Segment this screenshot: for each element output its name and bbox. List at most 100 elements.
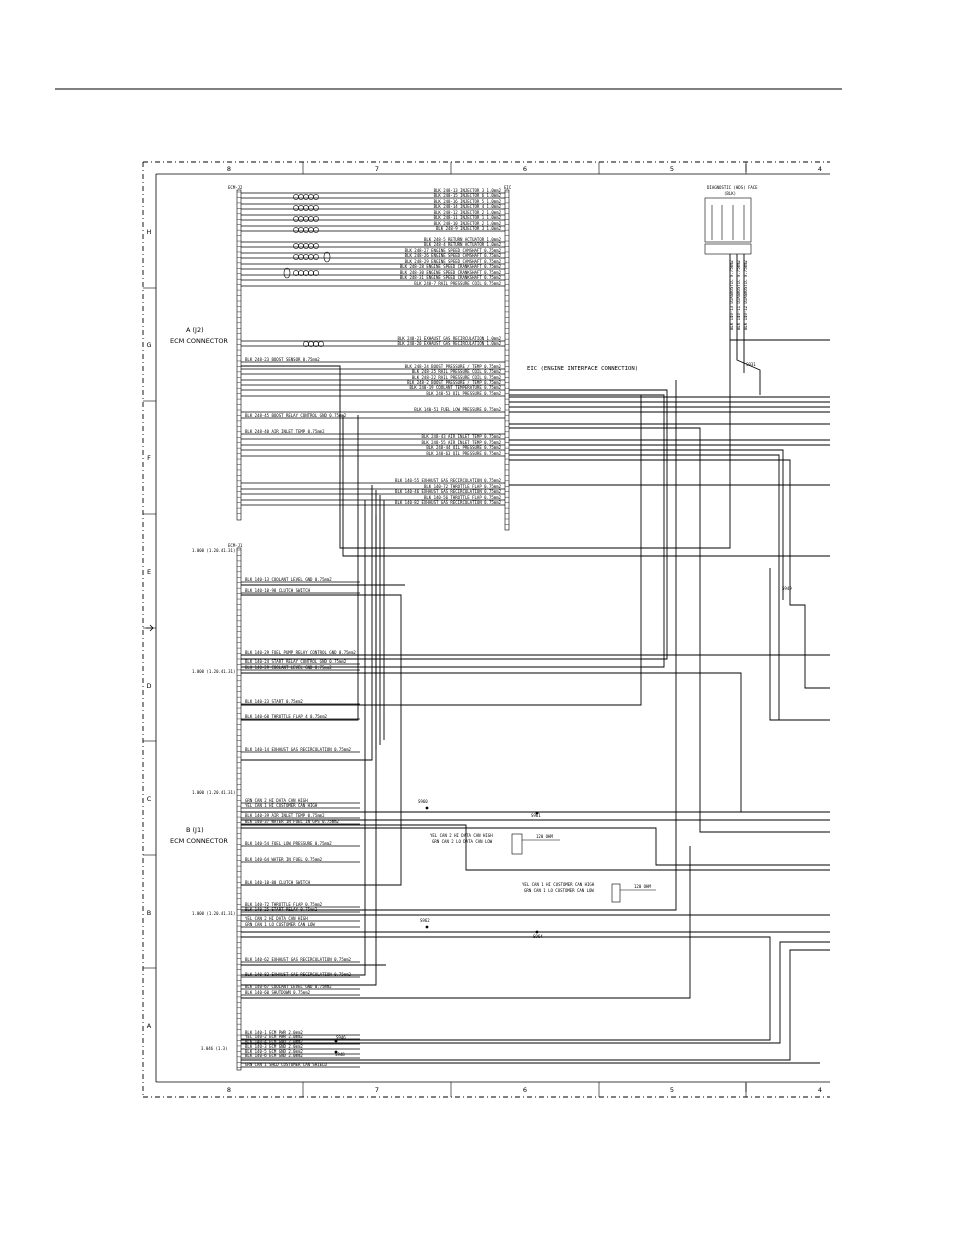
col-label: 4 (818, 1086, 822, 1094)
connector-a-pins (236, 189, 510, 531)
connector-a-subtitle: ECM CONNECTOR (170, 337, 228, 345)
connector-b-title: B (J1) (186, 826, 204, 834)
wire-label: BLK 248-25 RAIL PRESSURE COIL 0.75mm2 (412, 369, 502, 374)
wire-label: BLK 248-28 ENGINE SPEED CRANKSHAFT 0.75m… (400, 264, 502, 269)
interface-label: EIC (ENGINE INTERFACE CONNECTION) (527, 366, 638, 372)
wire-label: BLK 248-9 INJECTOR 3 1.0mm2 (436, 226, 502, 231)
row-label: E (147, 568, 151, 576)
wire-label: BLK 248-22 RAIL PRESSURE COIL 0.75mm2 (412, 375, 502, 380)
wire-label: BLK 140-72 THROTTLE FLAP 0.75mm2 (245, 902, 323, 907)
col-label: 6 (523, 165, 527, 173)
wire-label: BLK 248-24 BOOST PRESSURE / TEMP 0.75mm2 (405, 364, 502, 369)
harness-wire-labels: BLK 140-13 DIAGNOSTIC 0.75mm2 BLK 140-11… (729, 260, 748, 330)
wire-label: BLK 248-12 INJECTOR 2 1.0mm2 (434, 210, 502, 215)
col-label: 4 (818, 165, 822, 173)
splice-label: S931 (746, 362, 756, 367)
wire-label: BLK 140-55 EXHAUST GAS RECIRCULATION 0.7… (395, 478, 502, 483)
wire-label: BLK 248-7 RAIL PRESSURE COIL 0.75mm2 (414, 281, 501, 286)
wire-label: BLK 140-14 EXHAUST GAS RECIRCULATION 0.7… (245, 747, 352, 752)
wire-label: BLK 248-26 ENGINE SPEED CAMSHAFT 0.75mm2 (405, 253, 502, 258)
wire-label: BLK 248-10 INJECTOR 2 1.0mm2 (434, 221, 502, 226)
column-labels-top: 8 7 6 5 4 (227, 165, 822, 173)
row-label: F (147, 454, 151, 462)
twist-group (283, 267, 319, 279)
twist-group (293, 251, 331, 263)
wire-label: BLK 248-23 BOOST SENSOR 0.75mm2 (245, 357, 320, 362)
wire-label: BLK 248-11 INJECTOR 1 1.0mm2 (434, 215, 502, 220)
wire-label: BLK 140-13 COOLANT LEVEL GND 0.75mm2 (245, 577, 332, 582)
col-label: 7 (375, 165, 379, 173)
wire-label: GRN CAN 1 SHLD CUSTOMER CAN SHIELD (245, 1062, 327, 1067)
harness-label: DIAGNOSTIC (HDS) FACE (707, 185, 758, 190)
wire-label: BLK 248-20 EXHAUST GAS RECIRCULATION 1.0… (397, 341, 501, 346)
row-label: C (147, 795, 152, 803)
wire-label: BLK 248-27 ENGINE SPEED CAMSHAFT 0.75mm2 (405, 248, 502, 253)
splice-label: S962 (420, 918, 430, 923)
wire-label: BLK 140-82 EXHAUST GAS RECIRCULATION 0.7… (245, 972, 352, 977)
wire-label: BLK 140-10-80 CLUTCH SWITCH (245, 880, 311, 885)
wire-label: BLK 140-29 FUEL PUMP RELAY CONTROL GND 0… (245, 650, 356, 655)
connector-a-tag: ECM-J2 (228, 185, 243, 190)
wire-label: BLK 248-43 AIR INLET TEMP 0.75mm2 (422, 434, 502, 439)
pin-ticks (237, 191, 509, 1068)
terminator-wire: GRN CAN 2 LO DATA CAN LOW (432, 839, 493, 844)
harness-wire: BLK 140-13 DIAGNOSTIC 0.75mm2 (729, 260, 734, 330)
harness-sub: (BLK) (724, 191, 736, 196)
wire-label: BLK 248-45 BOOST RELAY CONTROL GND 0.75m… (245, 413, 347, 418)
row-label: A (147, 1022, 152, 1030)
col-label: 8 (227, 165, 231, 173)
eic-tag: EIC (504, 185, 512, 190)
wire-label: BLK 248-14 INJECTOR 4 1.0mm2 (434, 204, 502, 209)
terminator-wire: YEL CAN 2 HI DATA CAN HIGH (430, 833, 493, 838)
row-label: G (146, 341, 151, 349)
wire-label: BLK 248-15 INJECTOR 6 1.0mm2 (434, 193, 502, 198)
wire-label: BLK 140-46 EXHAUST GAS RECIRCULATION 0.7… (395, 489, 502, 494)
wire-label: BLK 140-3 ECM GND 2.0mm2 (245, 1044, 303, 1049)
wire-label: BLK 140-4 ECM GND 2.0mm2 (245, 1039, 303, 1044)
wire-label: BLK 248-16 INJECTOR 5 1.0mm2 (434, 199, 502, 204)
splice-dots (334, 806, 539, 1054)
wire-label: BLK 140-5 ECM GND 2.0mm2 (245, 1049, 303, 1054)
splice-label: S946 (336, 1035, 346, 1040)
wire-label: BLK 140-82 EXHAUST GAS RECIRCULATION 0.7… (395, 500, 502, 505)
wire-label: BLK 248-63 OIL PRESSURE 0.75mm2 (426, 451, 501, 456)
splice-label: S960 (418, 799, 428, 804)
twist-group (293, 227, 319, 233)
terminator-label: 120 OHM (634, 884, 651, 889)
frame (142, 161, 830, 1098)
wire-label: YEL 140-2 ECM PWR 2.0mm2 (245, 1034, 303, 1039)
wire-label: BLK 248-13 INJECTOR 3 1.0mm2 (434, 188, 502, 193)
row-ref: 1.000 (1.20.41.31) (192, 911, 235, 916)
wire-label: BLK 248-4 RETURN ACTUATOR 1.0mm2 (424, 242, 502, 247)
splice-labels: S946 S931 S960 S961 S948 S962 S964 S949 (335, 362, 792, 1057)
wire-label: BLK 248-21 EXHAUST GAS RECIRCULATION 1.0… (397, 336, 501, 341)
wire-label: GRN CAN 2 HI DATA CAN HIGH (245, 798, 308, 803)
row-ref: 1.000 (1.20.41.31) (192, 790, 235, 795)
wire-label: BLK 248-55 AIR INLET TEMP 0.75mm2 (422, 440, 502, 445)
col-label: 7 (375, 1086, 379, 1094)
terminator-wire: YEL CAN 1 HI CUSTOMER CAN HIGH (522, 882, 595, 887)
wire-label: BLK 140-25 START RELAY 0.75mm2 (245, 907, 318, 912)
wire-label: BLK 140-1 ECM PWR 2.0mm2 (245, 1030, 303, 1035)
wire-label: GRN CAN 1 LO CUSTOMER CAN LOW (245, 922, 315, 927)
wire-label: BLK 140-6 ECM GND 2.0mm2 (245, 1053, 303, 1058)
row-refs: 1.000 (1.20.41.31) 1.000 (1.20.41.31) 1.… (192, 548, 235, 1051)
wire-label: BLK 140-24 START RELAY CONTROL GND 0.75m… (245, 659, 347, 664)
wire-label: BLK 248-31 ENGINE SPEED CRANKSHAFT 0.75m… (400, 275, 502, 280)
wire-label: BLK 140-60 SHUTDOWN 0.75mm2 (245, 990, 311, 995)
col-label: 6 (523, 1086, 527, 1094)
connector-b-subtitle: ECM CONNECTOR (170, 837, 228, 845)
wire-label: BLK 140-29 COOLANT LEVEL GND 0.75mm2 (245, 665, 332, 670)
wire-label: BLK 140-23 START 0.75mm2 (245, 699, 303, 704)
wire-label: BLK 140-64 WATER IN FUEL 0.75mm2 (245, 857, 323, 862)
row-label: H (147, 228, 152, 236)
col-label: 5 (670, 165, 674, 173)
can-terminators (511, 833, 656, 903)
wires-connector-b: BLK 140-13 COOLANT LEVEL GND 0.75mm2BLK … (241, 577, 360, 1068)
wire-label: BLK 140-51 FUEL LOW PRESSURE 0.75mm2 (414, 407, 501, 412)
splice-label: S948 (335, 1052, 345, 1057)
connector-a-title: A (J2) (186, 326, 204, 334)
twist-group (293, 194, 319, 200)
